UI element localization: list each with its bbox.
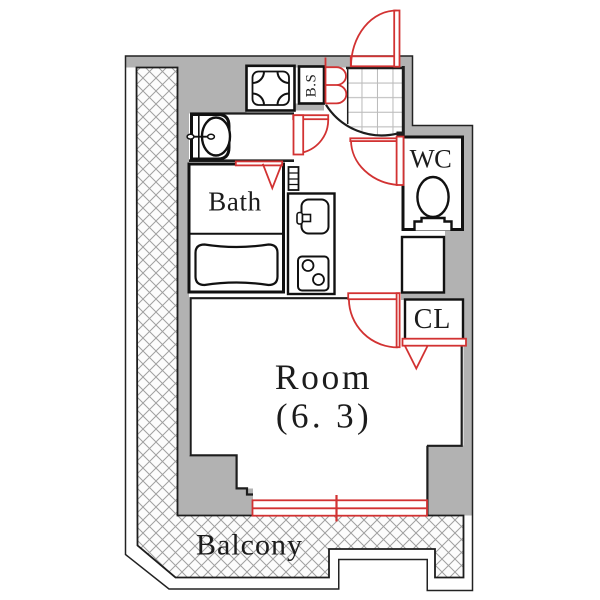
svg-text:Bath: Bath [208, 187, 261, 217]
svg-text:WC: WC [410, 144, 452, 174]
svg-text:(6. 3): (6. 3) [276, 397, 372, 436]
svg-text:B.S: B.S [304, 74, 320, 98]
svg-text:Balcony: Balcony [196, 529, 303, 562]
svg-text:Room: Room [275, 357, 372, 397]
svg-text:CL: CL [414, 304, 451, 335]
